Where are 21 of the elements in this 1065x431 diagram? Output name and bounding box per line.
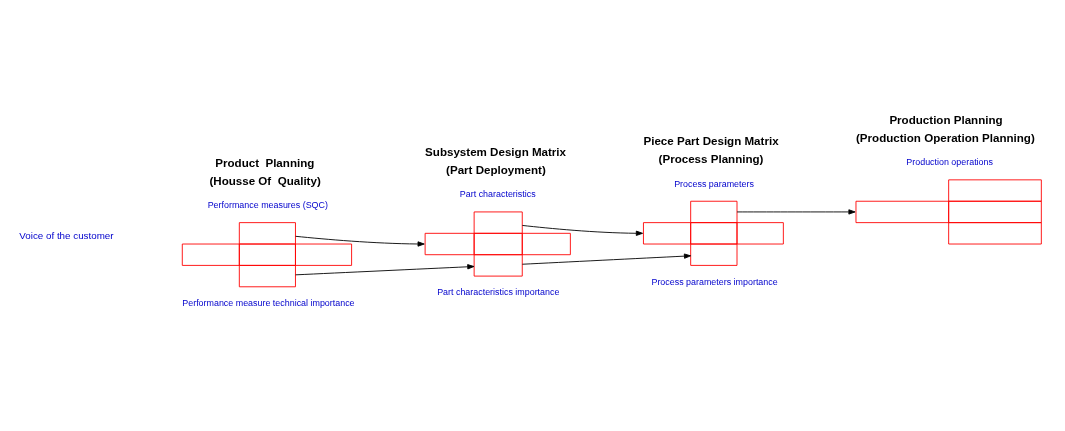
arrow [736, 209, 856, 215]
node-label: (Part Deployment) [446, 163, 546, 176]
arrow [295, 235, 425, 247]
node-label: Product Planning [215, 156, 315, 169]
arrow [521, 253, 692, 265]
node-label: Process parameters [674, 178, 754, 189]
node-label: (Housse Of Quality) [209, 174, 321, 187]
node-label: (Production Operation Planning) [855, 131, 1035, 144]
arrow [295, 264, 475, 276]
node-label: Part characteristics importance [437, 287, 560, 298]
node-label: Part characteristics [459, 189, 536, 200]
node-label: (Process Planning) [658, 153, 764, 166]
node-label: Production operations [906, 157, 993, 168]
node-label: Subsystem Design Matrix [425, 146, 567, 159]
node-label: Production Planning [889, 114, 1003, 127]
node-label: Performance measures (SQC) [207, 199, 328, 210]
label: Voice of the customer [19, 230, 114, 242]
node-label: Piece Part Design Matrix [643, 135, 779, 148]
node-label: Performance measure technical importance [182, 297, 355, 308]
arrow [521, 225, 643, 236]
node-label: Process parameters importance [651, 276, 778, 287]
